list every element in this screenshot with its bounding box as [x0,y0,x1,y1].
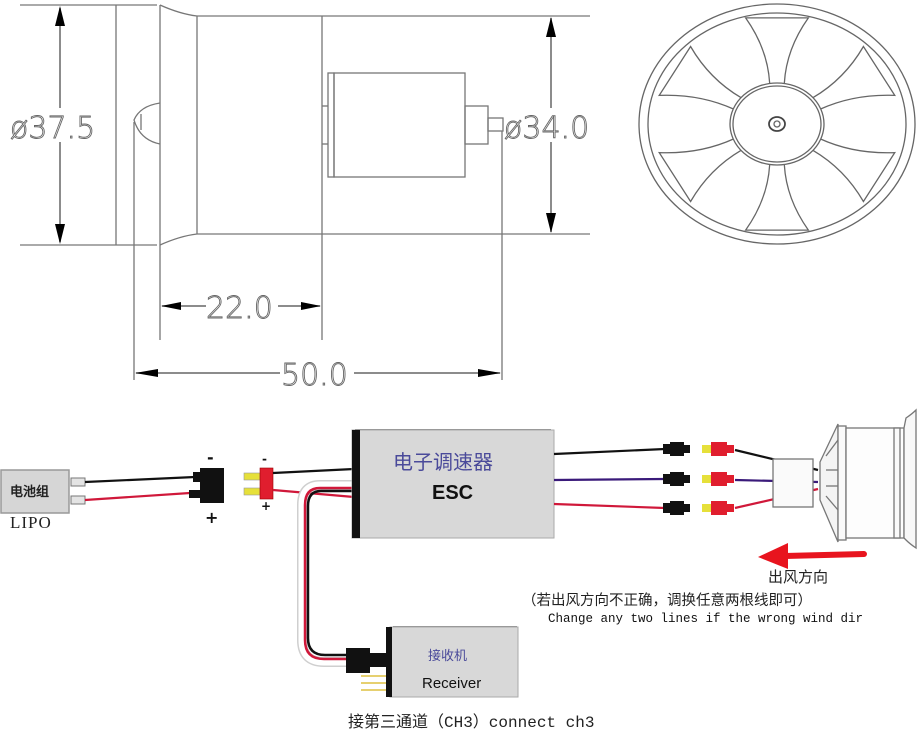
fan-blade [744,17,810,84]
fan-blade [812,45,897,110]
bullet-male-pin [702,504,711,512]
dim-label-inner-diameter: ø34.0 [504,111,589,146]
bullet-male-red [711,472,727,486]
bullet-male-pin [702,445,711,453]
servo-cable [297,480,354,667]
receiver-box [389,626,519,698]
bullet-male-red [711,442,727,456]
receiver-label-en: Receiver [422,675,481,692]
fan-hub-inner [732,85,822,163]
fan-inner-ring [647,12,907,236]
battery-connector-plus: + [205,508,218,527]
esc-connector-plus: + [261,499,271,513]
fan-blade [812,138,897,203]
bullet-male-pin [702,475,711,483]
esc-power-wire-black [272,467,355,475]
esc-power-connector: - + [243,452,274,513]
receiver-channel-note: 接第三通道（CH3）connect ch3 [348,713,594,732]
fan-blade [657,138,742,203]
wiring-diagram: 电池组 LIPO - + - + [0,408,917,732]
fan-front-view [638,3,916,245]
fan-blade [744,164,810,231]
battery-wire-red [84,491,191,502]
battery-label-en: LIPO [10,513,52,532]
battery-connector: - + [189,448,224,527]
wind-direction-label: 出风方向 [768,568,828,586]
motor-bearing [464,105,489,145]
wind-direction-arrow [758,543,867,569]
spinner-nose [133,102,161,145]
wind-direction-note-cn: （若出风方向不正确，调换任意两根线即可） [522,591,812,609]
dim-label-22: 22.0 [206,291,273,326]
battery-label-cn: 电池组 [10,484,49,500]
fan-shaft-center [773,120,781,128]
arrow-left-icon [161,302,181,310]
bullet-male-red [711,501,727,515]
battery-connector-minus: - [207,448,214,467]
side-view-drawing: ø37.5 ø34.0 22.0 50.0 [5,4,600,393]
inlet-curve-top [159,4,198,17]
arrow-down-icon [55,224,65,244]
inlet-curve-bottom [159,233,198,246]
motor-body [333,72,466,178]
motor-wire-purple [553,477,666,482]
motor-flange [327,72,335,178]
fan-blade [657,45,742,110]
wind-direction-note-en: Change any two lines if the wrong wind d… [548,612,863,626]
dim-label-outer-diameter: ø37.5 [10,111,95,146]
arrow-up-icon [55,6,65,26]
esc-box [351,429,555,539]
battery-wire-black [84,475,196,484]
motor-wire-black [553,447,666,456]
bullet-female-black [663,444,670,454]
receiver-plug [346,648,370,673]
arrow-right-icon [478,369,501,377]
arrow-down-icon [546,213,556,233]
arrow-left-icon [758,543,788,569]
battery-box [0,469,70,514]
arrow-right-icon [301,302,321,310]
receiver-label-cn: 接收机 [428,648,467,664]
motor-wire-red [553,502,666,510]
bullet-connectors [663,442,734,515]
fan-hub [729,82,825,166]
dim-label-50: 50.0 [281,358,348,393]
bullet-female-black [663,503,670,513]
arrow-left-icon [135,369,158,377]
esc-connector-minus: - [262,452,267,466]
fan-shaft [768,116,786,132]
fan-outer-ring [638,3,916,245]
esc-label-cn: 电子调速器 [393,450,493,474]
arrow-up-icon [546,17,556,37]
bullet-female-black [663,474,670,484]
esc-label-en: ESC [432,482,473,504]
fan-side-view [772,408,917,550]
motor-shaft [487,117,504,132]
